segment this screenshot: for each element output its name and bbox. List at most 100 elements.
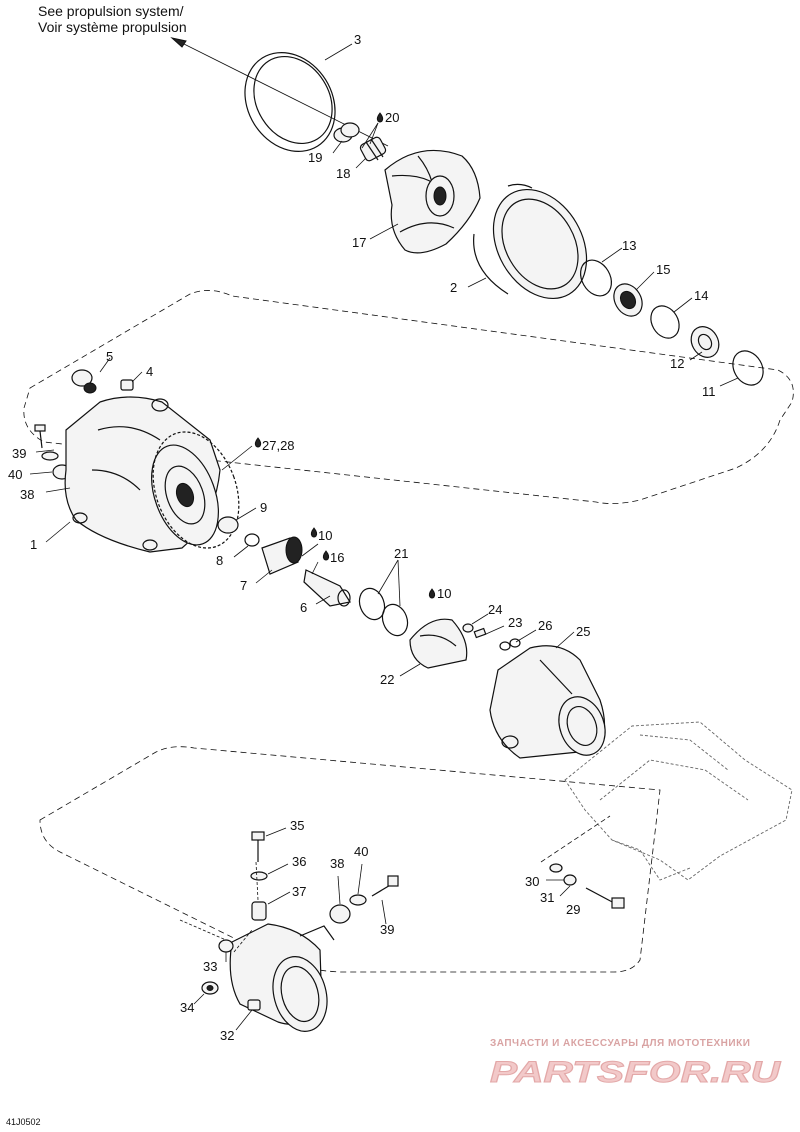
part-39-screw-left <box>34 424 46 449</box>
label-3: 3 <box>354 32 361 47</box>
label-7: 7 <box>240 578 247 593</box>
part-39-screw-right <box>371 875 399 897</box>
part-6-shaft <box>303 569 351 607</box>
header-note-line1: See propulsion system/ <box>38 3 184 19</box>
lower-group-outline <box>39 746 661 973</box>
part-22-cone <box>409 618 468 669</box>
part-8-o-ring <box>244 533 260 547</box>
label-4: 4 <box>146 364 153 379</box>
label-34: 34 <box>180 1000 194 1015</box>
part-18-coupler <box>359 136 387 162</box>
part-2-housing <box>473 183 588 300</box>
header-note: See propulsion system/ Voir système prop… <box>38 3 389 147</box>
part-38-grommet-right <box>329 904 351 924</box>
label-37: 37 <box>292 884 306 899</box>
part-31-washer <box>563 874 577 886</box>
label-2: 2 <box>450 280 457 295</box>
drawing-code: 41J0502 <box>6 1117 41 1127</box>
watermark-tagline: ЗАПЧАСТИ И АКСЕССУАРЫ ДЛЯ МОТОТЕХНИКИ <box>490 1038 750 1049</box>
part-17-impeller <box>384 149 481 254</box>
label-14: 14 <box>694 288 708 303</box>
part-21-o-ring-a <box>358 587 386 621</box>
part-7-bearing <box>261 536 303 575</box>
drop-icon <box>428 588 436 599</box>
label-31: 31 <box>540 890 554 905</box>
lubricant-drops <box>254 112 436 599</box>
label-17: 17 <box>352 235 366 250</box>
label-40-left: 40 <box>8 467 22 482</box>
label-25: 25 <box>576 624 590 639</box>
watermark: ЗАПЧАСТИ И АКСЕССУАРЫ ДЛЯ МОТОТЕХНИКИ PA… <box>490 1038 783 1090</box>
drop-icon <box>254 437 262 448</box>
label-10-upper: 10 <box>318 528 332 543</box>
label-27-28: 27,28 <box>262 438 295 453</box>
part-34-nut <box>201 981 219 995</box>
part-9-spacer <box>217 516 239 534</box>
part-1-pump-housing <box>64 396 221 553</box>
label-5: 5 <box>106 349 113 364</box>
part-37-spacer <box>251 901 267 921</box>
label-40-right: 40 <box>354 844 368 859</box>
label-30: 30 <box>525 874 539 889</box>
label-33: 33 <box>203 959 217 974</box>
label-8: 8 <box>216 553 223 568</box>
label-32: 32 <box>220 1028 234 1043</box>
part-14-ring <box>650 305 680 339</box>
label-15: 15 <box>656 262 670 277</box>
label-6: 6 <box>300 600 307 615</box>
ghost-reverse-gate <box>564 721 793 881</box>
part-24-washer <box>462 623 474 633</box>
label-21: 21 <box>394 546 408 561</box>
watermark-brand: PARTSFOR.RU <box>490 1056 782 1089</box>
part-11-o-ring <box>732 350 764 386</box>
part-32-steering-ring <box>229 923 335 1032</box>
part-labels: 3 20 19 18 17 2 13 15 14 12 11 5 4 27,28… <box>8 32 716 1043</box>
part-5-plug <box>71 369 97 394</box>
label-18: 18 <box>336 166 350 181</box>
label-11: 11 <box>702 384 716 399</box>
label-35: 35 <box>290 818 304 833</box>
label-36: 36 <box>292 854 306 869</box>
label-1: 1 <box>30 537 37 552</box>
part-3-ring <box>244 52 336 152</box>
part-33-nut <box>218 939 234 953</box>
part-19-sleeve <box>333 122 360 143</box>
label-10-lower: 10 <box>437 586 451 601</box>
label-12: 12 <box>670 356 684 371</box>
label-24: 24 <box>488 602 502 617</box>
leader-lines <box>29 43 739 1031</box>
label-13: 13 <box>622 238 636 253</box>
label-39-left: 39 <box>12 446 26 461</box>
label-38-left: 38 <box>20 487 34 502</box>
part-35-screw <box>251 831 265 862</box>
part-23-screw <box>473 627 487 639</box>
label-20: 20 <box>385 110 399 125</box>
drop-icon <box>322 550 330 561</box>
part-27-28-gasket <box>152 431 240 549</box>
label-39-right: 39 <box>380 922 394 937</box>
part-12-bearing <box>690 326 720 358</box>
label-22: 22 <box>380 672 394 687</box>
drop-icon <box>310 527 318 538</box>
label-23: 23 <box>508 615 522 630</box>
label-38-right: 38 <box>330 856 344 871</box>
label-9: 9 <box>260 500 267 515</box>
part-13-circlip <box>579 259 613 297</box>
drop-icon <box>376 112 384 123</box>
label-29: 29 <box>566 902 580 917</box>
part-4-pin <box>120 379 134 391</box>
label-16: 16 <box>330 550 344 565</box>
part-15-seal <box>613 283 643 317</box>
label-26: 26 <box>538 618 552 633</box>
label-19: 19 <box>308 150 322 165</box>
header-note-line2: Voir système propulsion <box>38 19 187 35</box>
part-25-nozzle <box>489 645 606 759</box>
part-40-washer-left <box>41 451 59 461</box>
part-36-washer <box>250 871 268 881</box>
part-26-o-rings <box>499 638 521 651</box>
part-30-washer <box>549 863 563 873</box>
arrow-head-icon <box>170 37 187 48</box>
part-21-o-ring-b <box>381 603 409 637</box>
part-29-bolt <box>585 887 625 909</box>
